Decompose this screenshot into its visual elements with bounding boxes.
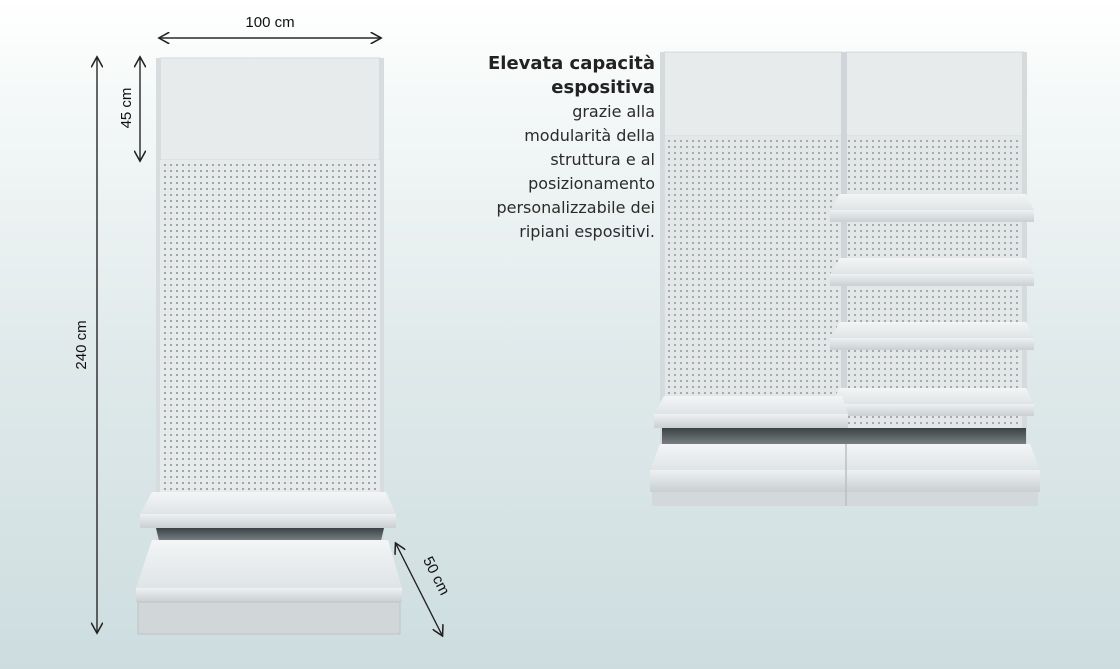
left-shelf-1 (654, 396, 848, 428)
feature-body-line3: struttura e al (550, 150, 655, 169)
width-dimension: 100 cm (160, 14, 380, 38)
depth-dimension: 50 cm (396, 544, 453, 635)
feature-body-line6: ripiani espositivi. (519, 222, 655, 241)
left-upright (156, 58, 161, 628)
feature-description: Elevata capacità espositiva grazie alla … (440, 52, 655, 244)
top-panel-dimension: 45 cm (118, 58, 140, 160)
pegboard-panel (160, 160, 380, 495)
single-shelf-unit (136, 57, 402, 635)
right-shelf-3 (830, 322, 1034, 350)
height-dimension: 240 cm (73, 58, 97, 632)
height-label: 240 cm (73, 320, 90, 369)
feature-body-line5: personalizzabile dei (496, 198, 655, 217)
left-base (650, 444, 846, 506)
right-upright (379, 58, 384, 628)
left-header-panel (663, 51, 843, 137)
base-plinth (137, 601, 401, 635)
right-upright-2 (1022, 52, 1027, 452)
upper-shelf (140, 492, 396, 514)
top-header-panel (159, 57, 381, 161)
upper-shelf-front (140, 514, 396, 528)
right-shelf-1 (830, 194, 1034, 222)
feature-title-line2: espositiva (551, 77, 655, 98)
base-shelf-front (136, 588, 402, 602)
right-base (846, 444, 1040, 506)
base-shelf (136, 540, 402, 588)
feature-title-line1: Elevata capacità (487, 53, 655, 74)
right-shelf-4 (830, 388, 1034, 416)
left-pegboard (665, 136, 841, 436)
middle-upright (841, 52, 847, 452)
right-header-panel (845, 51, 1025, 137)
feature-body-line1: grazie alla (572, 102, 655, 121)
left-upright-2 (660, 52, 665, 452)
feature-body-line2: modularità della (524, 126, 655, 145)
feature-body-line4: posizionamento (528, 174, 655, 193)
depth-label: 50 cm (419, 554, 453, 598)
right-shelf-2 (830, 258, 1034, 286)
top-panel-label: 45 cm (118, 88, 135, 129)
double-shelf-unit (650, 51, 1040, 506)
width-label: 100 cm (245, 14, 294, 31)
